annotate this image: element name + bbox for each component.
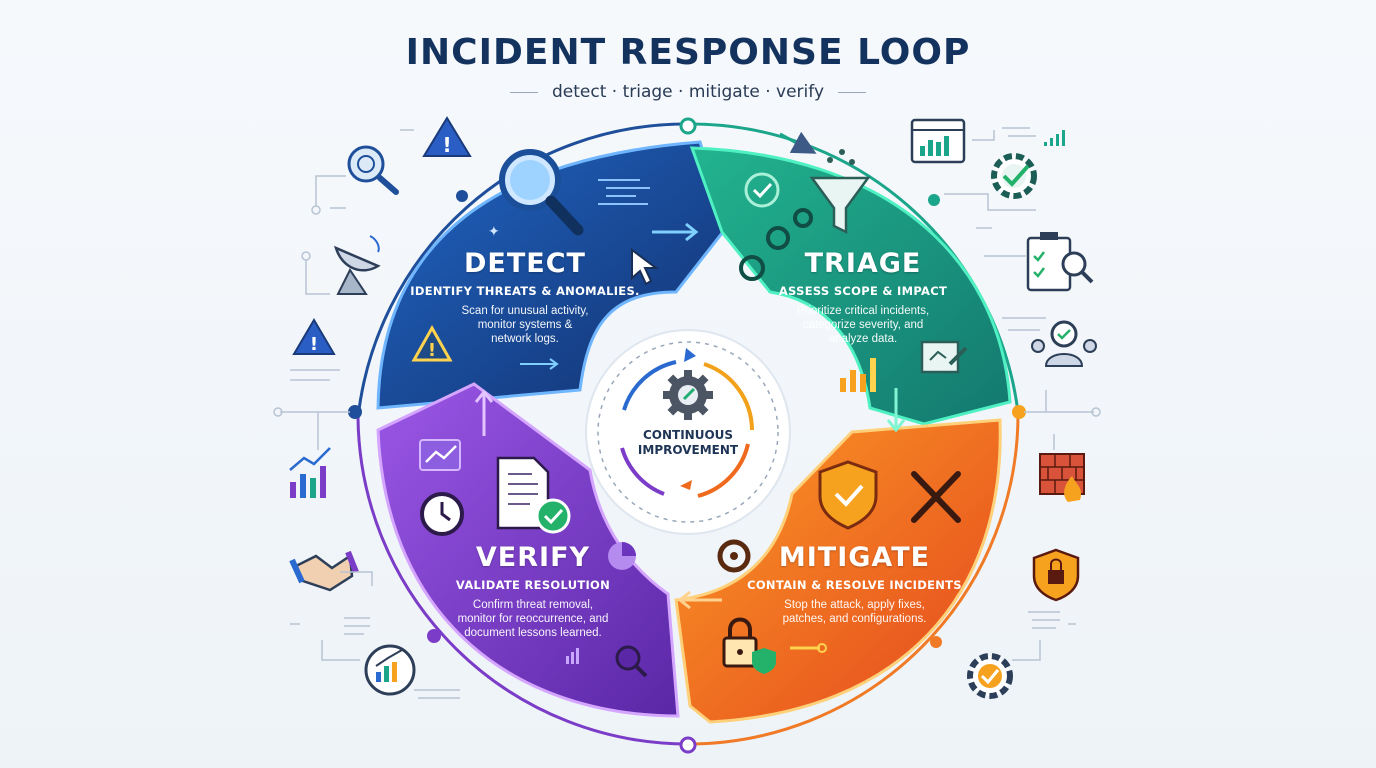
center-label: CONTINUOUS IMPROVEMENT <box>606 428 770 458</box>
slider-icon <box>790 643 827 653</box>
verify-label-block: VERIFY VALIDATE RESOLUTION Confirm threa… <box>408 542 658 640</box>
center-label-line1: CONTINUOUS <box>642 428 734 442</box>
page-title: INCIDENT RESPONSE LOOP <box>405 32 971 73</box>
verify-arrow-icon <box>474 389 494 436</box>
handshake-icon <box>289 550 359 592</box>
bar-chart-icon <box>840 358 876 392</box>
mitigate-tagline: CONTAIN & RESOLVE INCIDENTS <box>747 578 962 592</box>
magnifier-icon <box>499 149 584 236</box>
document-check-icon <box>496 456 571 534</box>
trend-circle-icon <box>364 644 416 696</box>
clipboard-check-icon <box>1026 232 1094 292</box>
verify-desc-line: Confirm threat removal, <box>472 599 594 611</box>
edit-chart-icon <box>920 340 968 374</box>
clock-icon <box>420 492 464 536</box>
detect-desc-line: monitor systems & <box>477 319 573 331</box>
gear-check-icon <box>991 153 1037 199</box>
triage-tagline: ASSESS SCOPE & IMPACT <box>778 284 948 298</box>
trend-chart-icon <box>419 439 461 471</box>
funnel-icon <box>809 149 871 235</box>
svg-text:!: ! <box>310 334 318 355</box>
center-label-line2: IMPROVEMENT <box>637 443 739 457</box>
detect-segment <box>376 140 728 410</box>
cursor-icon <box>631 248 659 286</box>
verify-title: VERIFY <box>475 542 591 573</box>
satellite-dish-icon <box>334 235 381 295</box>
subtitle-rule-right <box>838 91 867 93</box>
subtitle-rule-left <box>509 91 538 93</box>
pie-chart-icon <box>608 542 636 570</box>
mitigate-desc-line: patches, and configurations. <box>782 613 927 625</box>
triage-desc-line: categorize severity, and <box>802 319 924 331</box>
connector-lines <box>273 127 1101 699</box>
shield-check-small-icon <box>752 648 776 674</box>
triage-arrow-icon <box>886 388 906 433</box>
outer-ring <box>348 117 1026 754</box>
gears-icon <box>739 208 813 281</box>
mini-bars-icon <box>566 648 579 664</box>
detect-desc-line: network logs. <box>491 333 559 345</box>
code-lines-icon <box>598 179 650 205</box>
detect-label-block: DETECT IDENTIFY THREATS & ANOMALIES. Sca… <box>400 248 650 346</box>
svg-text:!: ! <box>428 340 436 361</box>
mitigate-title: MITIGATE <box>778 542 931 573</box>
warning-outer-icon: ! <box>292 318 336 355</box>
wrench-screwdriver-icon <box>911 471 961 523</box>
gear-check-orange-icon <box>967 653 1013 699</box>
detect-title: DETECT <box>464 248 586 279</box>
radar-icon <box>347 145 399 195</box>
mitigate-arrow-icon <box>677 590 722 610</box>
triage-desc-line: Prioritize critical incidents, <box>796 305 930 317</box>
shield-check-icon <box>818 460 878 530</box>
search-doc-icon <box>615 645 648 678</box>
detect-tagline: IDENTIFY THREATS & ANOMALIES. <box>410 284 640 298</box>
verify-desc-line: document lessons learned. <box>464 627 602 639</box>
center-gear-icon <box>663 370 713 420</box>
verify-description: Confirm threat removal, monitor for reoc… <box>408 598 658 640</box>
triage-desc-line: analyze data. <box>828 333 898 345</box>
small-arrow-icon <box>520 358 559 370</box>
sparkle-icon: ✦ <box>488 224 500 240</box>
detect-description: Scan for unusual activity, monitor syste… <box>400 304 650 346</box>
verify-desc-line: monitor for reoccurrence, and <box>457 613 609 625</box>
shield-lock-icon <box>1032 548 1080 602</box>
detect-desc-line: Scan for unusual activity, <box>461 305 589 317</box>
gear-icon <box>717 539 751 573</box>
subtitle-row: detect · triage · mitigate · verify <box>0 82 1376 102</box>
triage-title: TRIAGE <box>804 248 922 279</box>
mitigate-desc-line: Stop the attack, apply fixes, <box>784 599 925 611</box>
subtitle: detect · triage · mitigate · verify <box>551 82 825 102</box>
verify-tagline: VALIDATE RESOLUTION <box>455 578 611 592</box>
mitigate-description: Stop the attack, apply fixes, patches, a… <box>727 598 982 626</box>
alert-triangle-icon: ! <box>422 116 472 157</box>
monitor-chart-icon <box>910 118 966 164</box>
bar-chart-outer-icon <box>289 447 331 498</box>
detect-arrow-icon <box>652 222 699 242</box>
center-hub <box>585 329 791 535</box>
users-check-icon <box>1031 320 1097 367</box>
warning-icon: ! <box>411 324 453 362</box>
svg-text:!: ! <box>442 133 451 157</box>
mitigate-label-block: MITIGATE CONTAIN & RESOLVE INCIDENTS Sto… <box>727 542 982 626</box>
triage-label-block: TRIAGE ASSESS SCOPE & IMPACT Prioritize … <box>738 248 988 346</box>
triage-description: Prioritize critical incidents, categoriz… <box>738 304 988 346</box>
progress-gear-icon <box>744 172 780 208</box>
firewall-icon <box>1039 453 1085 502</box>
signal-bars-icon <box>1044 130 1065 146</box>
